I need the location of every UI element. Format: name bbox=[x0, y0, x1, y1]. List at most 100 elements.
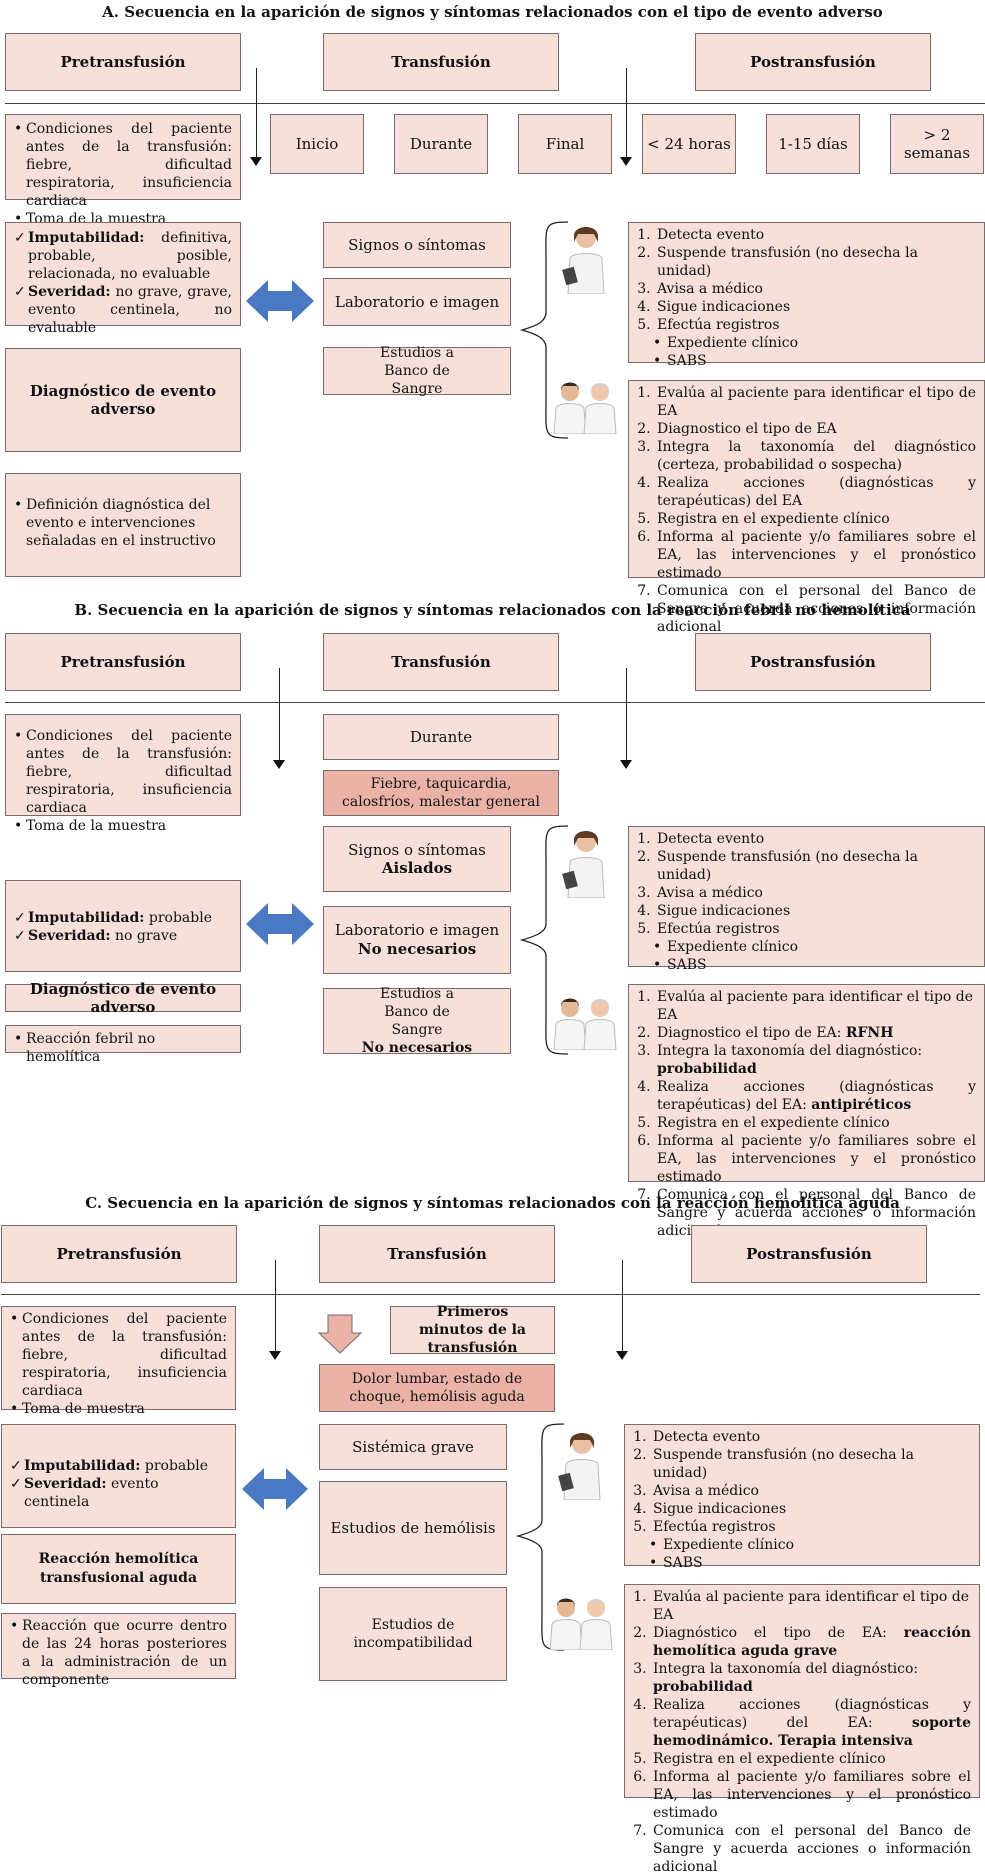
first-minutes-box: Primeros minutos de la transfusión bbox=[390, 1304, 555, 1356]
severity-label: Severidad: bbox=[28, 284, 111, 300]
nurse-icon bbox=[558, 1433, 601, 1500]
doctor-step: Integra la taxonomía del diagnóstico: bbox=[657, 1043, 923, 1059]
nurse-step: Avisa a médico bbox=[655, 884, 976, 902]
symptoms-box: Dolor lumbar, estado de choque, hemólisi… bbox=[319, 1364, 555, 1412]
sample-text: Toma de la muestra bbox=[14, 817, 232, 835]
arrow-down-icon bbox=[620, 760, 632, 769]
arrow-down-icon bbox=[269, 1351, 281, 1360]
divider-line bbox=[1, 1294, 980, 1295]
mid-incompatibility-box: Estudios de incompatibilidad bbox=[319, 1587, 507, 1681]
nurse-step: Efectúa registros bbox=[655, 316, 976, 334]
doctor-step-highlight: probabilidad bbox=[657, 1061, 757, 1077]
doctor-step: Informa al paciente y/o familiares sobre… bbox=[655, 528, 976, 582]
nurse-substep: SABS bbox=[649, 1554, 971, 1572]
time-1-15: 1-15 días bbox=[766, 114, 860, 174]
time-durante: Durante bbox=[394, 114, 488, 174]
definition-box: Definición diagnóstica del evento e inte… bbox=[5, 473, 241, 577]
time-24h: < 24 horas bbox=[642, 114, 736, 174]
header-postransfusion: Postransfusión bbox=[695, 633, 931, 691]
imputability-box: Imputabilidad: probable Severidad: event… bbox=[1, 1424, 236, 1528]
nurse-icon bbox=[562, 227, 605, 294]
arrow-down-icon bbox=[616, 1351, 628, 1360]
header-pretransfusion: Pretransfusión bbox=[1, 1225, 237, 1283]
brace-icon bbox=[519, 825, 569, 1055]
section-a-title: A. Secuencia en la aparición de signos y… bbox=[102, 3, 883, 21]
mid-blood-bank-box: Estudios a Banco de Sangre No necesarios bbox=[323, 986, 511, 1056]
nurse-substep: Expediente clínico bbox=[653, 938, 976, 956]
severity-value: no grave, grave, evento centinela, no ev… bbox=[28, 284, 233, 336]
nurse-substep: SABS bbox=[653, 352, 976, 370]
pre-conditions-box: Condiciones del paciente antes de la tra… bbox=[5, 114, 241, 228]
severity-label: Severidad: bbox=[24, 1476, 107, 1492]
divider-line bbox=[5, 103, 985, 104]
doctor-step: Diagnostico el tipo de EA bbox=[655, 420, 976, 438]
reaction-box: Reacción febril no hemolítica bbox=[5, 1025, 241, 1065]
pre-conditions-text: Condiciones del paciente antes de la tra… bbox=[14, 727, 232, 817]
nurse-substep: Expediente clínico bbox=[649, 1536, 971, 1554]
double-arrow-icon bbox=[246, 903, 314, 945]
sample-text: Toma de muestra bbox=[10, 1400, 227, 1418]
symptoms-box: Fiebre, taquicardia, calosfríos, malesta… bbox=[323, 770, 559, 816]
severity-value: evento centinela bbox=[24, 1476, 159, 1510]
doctor-step-highlight: RFNH bbox=[845, 1025, 894, 1041]
header-transfusion: Transfusión bbox=[323, 633, 559, 691]
header-pretransfusion: Pretransfusión bbox=[5, 33, 241, 91]
doctor-step: Realiza acciones (diagnósticas y terapéu… bbox=[653, 1697, 971, 1731]
mid-blood-bank-box: Estudios a Banco de Sangre bbox=[323, 345, 511, 397]
arrow-down-icon bbox=[250, 157, 262, 166]
imputability-value: probable bbox=[144, 1458, 209, 1474]
nurse-steps-box: Detecta evento Suspende transfusión (no … bbox=[628, 826, 985, 974]
mid-hemolysis-box: Estudios de hemólisis bbox=[319, 1481, 507, 1575]
header-pretransfusion: Pretransfusión bbox=[5, 633, 241, 691]
doctor-step: Integra la taxonomía del diagnóstico: bbox=[653, 1661, 919, 1677]
time-final: Final bbox=[518, 114, 612, 174]
header-transfusion: Transfusión bbox=[319, 1225, 555, 1283]
doctor-step: Evalúa al paciente para identificar el t… bbox=[655, 384, 976, 420]
doctor-steps-box: Evalúa al paciente para identificar el t… bbox=[628, 380, 985, 635]
imputability-value: definitiva, probable, posible, relaciona… bbox=[28, 230, 232, 282]
diagnosis-box: Diagnóstico de evento adverso bbox=[5, 980, 241, 1016]
nurse-substep: Expediente clínico bbox=[653, 334, 976, 352]
doctor-step: Integra la taxonomía del diagnóstico (ce… bbox=[655, 438, 976, 474]
doctor-step: Registra en el expediente clínico bbox=[655, 1114, 976, 1132]
pre-conditions-box: Condiciones del paciente antes de la tra… bbox=[1, 1306, 236, 1418]
nurse-step: Sigue indicaciones bbox=[655, 902, 976, 920]
nurse-step: Efectúa registros bbox=[655, 920, 976, 938]
doctor-step: Realiza acciones (diagnósticas y terapéu… bbox=[655, 474, 976, 510]
doctor-step-highlight: antipiréticos bbox=[811, 1097, 912, 1113]
imputability-label: Imputabilidad: bbox=[28, 230, 145, 246]
nurse-step: Efectúa registros bbox=[651, 1518, 971, 1536]
doctor-steps-box: Evalúa al paciente para identificar el t… bbox=[624, 1584, 980, 1875]
down-arrow-icon bbox=[318, 1314, 362, 1354]
mid-blood-bank-note: No necesarios bbox=[361, 1040, 473, 1056]
nurse-step: Suspende transfusión (no desecha la unid… bbox=[651, 1446, 971, 1482]
imputability-box: Imputabilidad: definitiva, probable, pos… bbox=[5, 222, 241, 336]
doctor-steps-box: Evalúa al paciente para identificar el t… bbox=[628, 984, 985, 1239]
time-2-weeks: > 2 semanas bbox=[890, 114, 984, 174]
mid-lab-box: Laboratorio e imagen bbox=[323, 278, 511, 326]
arrow-line bbox=[622, 1260, 623, 1354]
double-arrow-icon bbox=[246, 280, 314, 322]
mid-systemic-box: Sistémica grave bbox=[319, 1424, 507, 1470]
mid-lab-note: No necesarios bbox=[357, 940, 477, 958]
pre-conditions-box: Condiciones del paciente antes de la tra… bbox=[5, 714, 241, 835]
nurse-steps-box: Detecta evento Suspende transfusión (no … bbox=[624, 1424, 980, 1572]
header-transfusion: Transfusión bbox=[323, 33, 559, 91]
diagnosis-box: Diagnóstico de evento adverso bbox=[5, 348, 241, 452]
pre-conditions-text: Condiciones del paciente antes de la tra… bbox=[14, 120, 232, 210]
doctor-step: Informa al paciente y/o familiares sobre… bbox=[651, 1768, 971, 1822]
doctor-step-highlight: soporte hemodinámico. Terapia intensiva bbox=[653, 1715, 972, 1749]
nurse-step: Detecta evento bbox=[655, 226, 976, 244]
arrow-line bbox=[275, 1260, 276, 1354]
definition-text: Definición diagnóstica del evento e inte… bbox=[14, 496, 232, 550]
nurse-step: Avisa a médico bbox=[651, 1482, 971, 1500]
doctor-step: Comunica con el personal del Banco de Sa… bbox=[655, 582, 976, 636]
section-c-title: C. Secuencia en la aparición de signos y… bbox=[85, 1194, 900, 1212]
during-box: Durante bbox=[323, 714, 559, 760]
doctor-step: Evalúa al paciente para identificar el t… bbox=[651, 1588, 971, 1624]
doctors-icon bbox=[549, 1598, 613, 1650]
doctor-step: Evalúa al paciente para identificar el t… bbox=[655, 988, 976, 1024]
nurse-step: Sigue indicaciones bbox=[651, 1500, 971, 1518]
definition-text: Reacción que ocurre dentro de las 24 hor… bbox=[10, 1617, 227, 1689]
doctor-step: Informa al paciente y/o familiares sobre… bbox=[655, 1132, 976, 1186]
